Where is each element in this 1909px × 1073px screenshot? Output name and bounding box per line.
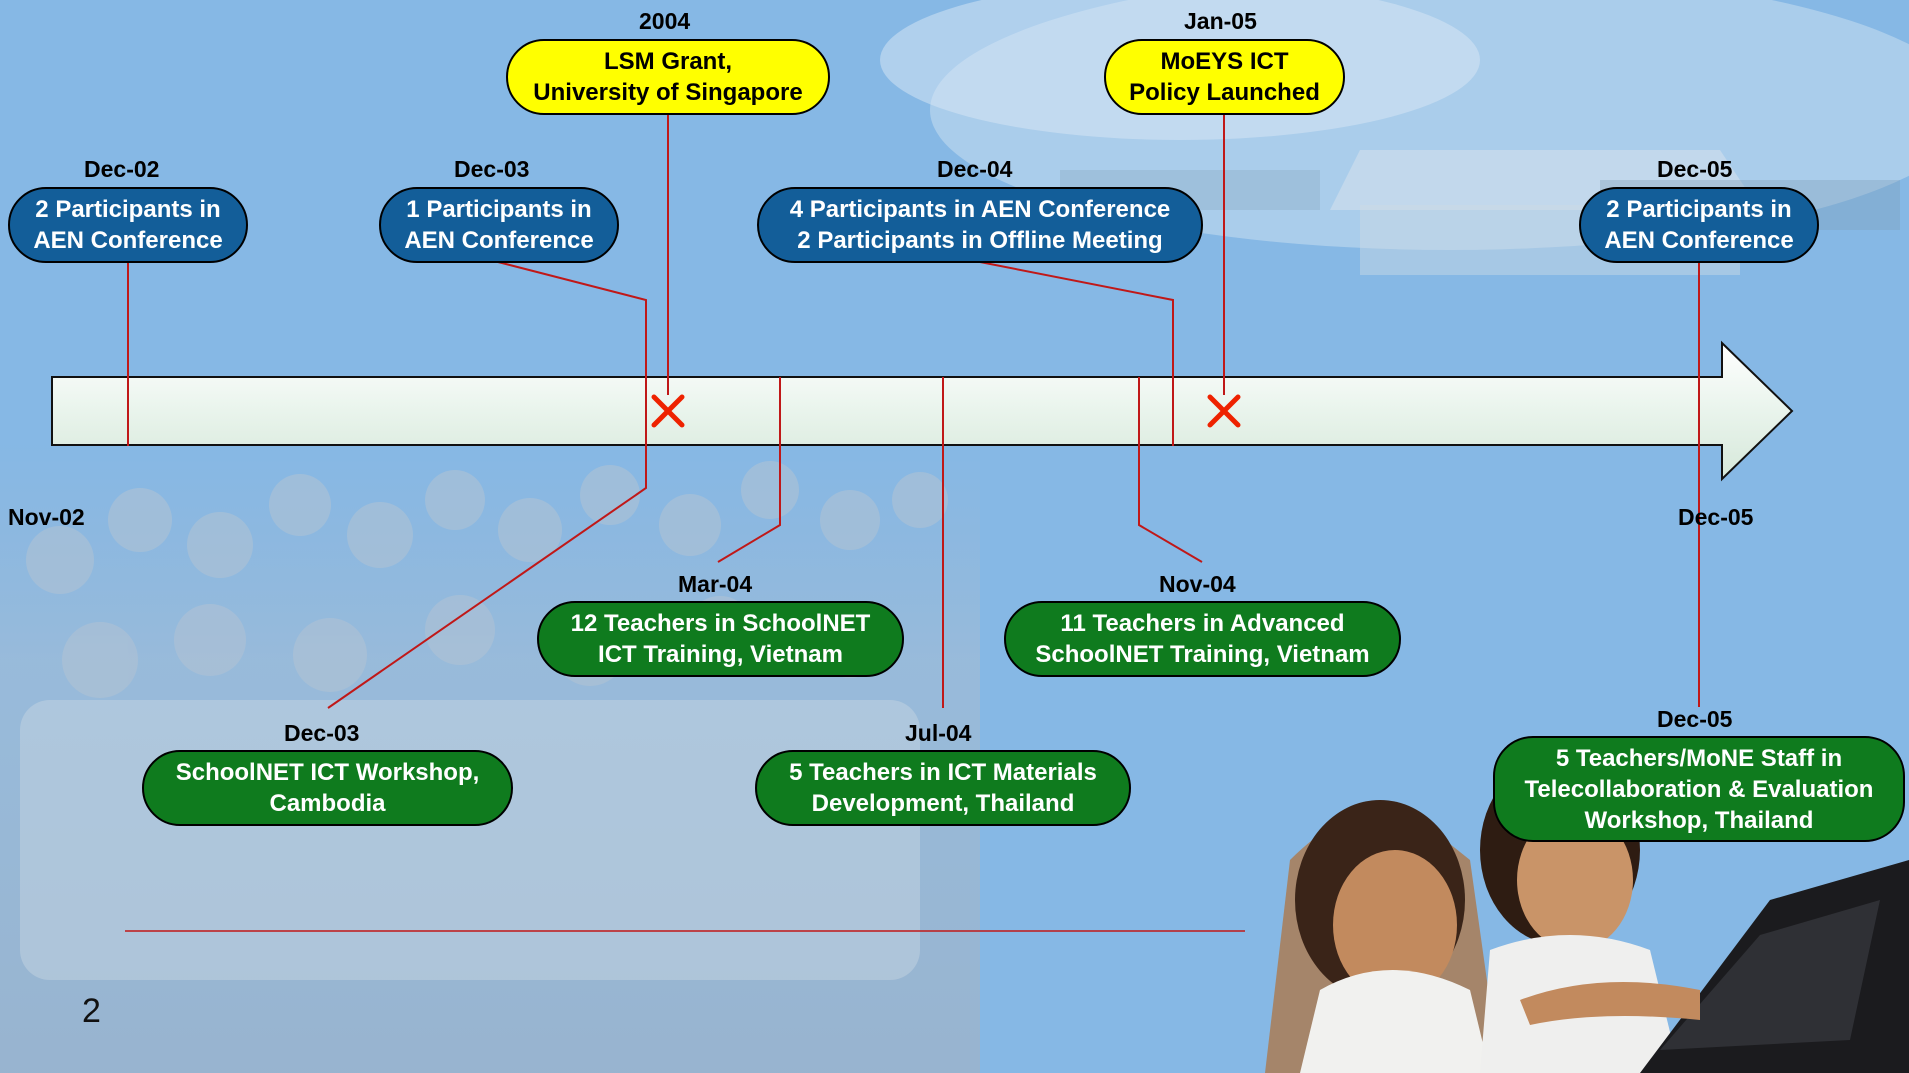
event-text-line: 5 Teachers/MoNE Staff in [1555, 744, 1843, 772]
event-date: Dec-03 [454, 156, 530, 182]
event-text-line: Cambodia [269, 790, 386, 817]
event-text-line: 11 Teachers in Advanced [1060, 610, 1345, 637]
event-box-jul-04: 5 Teachers in ICT Materials Development,… [755, 750, 1131, 826]
event-date: Dec-02 [84, 156, 160, 182]
event-box-dec-05: 2 Participants in AEN Conference [1579, 187, 1819, 263]
event-date: Dec-03 [284, 720, 360, 746]
event-date: Nov-04 [1159, 571, 1236, 597]
event-text-line: 2 Participants in [35, 196, 221, 223]
event-date: 2004 [639, 8, 691, 34]
event-box-dec-05-workshop: 5 Teachers/MoNE Staff in Telecollaborati… [1493, 736, 1905, 842]
milestone-marker-2004 [651, 394, 685, 428]
milestone-marker-jan-05 [1207, 394, 1241, 428]
axis-start-label: Nov-02 [8, 504, 85, 530]
event-date: Dec-04 [937, 156, 1013, 182]
event-text-line: AEN Conference [1604, 227, 1794, 254]
event-date: Dec-05 [1657, 706, 1733, 732]
event-text-line: AEN Conference [33, 227, 223, 254]
event-box-dec-03-workshop: SchoolNET ICT Workshop, Cambodia [142, 750, 513, 826]
axis-end-label: Dec-05 [1678, 504, 1754, 530]
event-box-dec-04: 4 Participants in AEN Conference 2 Parti… [757, 187, 1203, 263]
timeline-arrow [51, 340, 1794, 482]
event-box-dec-02: 2 Participants in AEN Conference [8, 187, 248, 263]
event-box-nov-04: 11 Teachers in Advanced SchoolNET Traini… [1004, 601, 1401, 677]
event-box-mar-04: 12 Teachers in SchoolNET ICT Training, V… [537, 601, 904, 677]
event-text-line: 12 Teachers in SchoolNET [570, 610, 871, 637]
event-text-line: University of Singapore [533, 79, 803, 106]
event-text-line: LSM Grant, [603, 48, 732, 75]
event-text-line: 1 Participants in [406, 196, 592, 223]
connector-lines [127, 114, 1700, 709]
event-date: Jan-05 [1184, 8, 1257, 34]
event-text-line: Workshop, Thailand [1584, 806, 1814, 834]
event-text-line: 2 Participants in [1606, 196, 1792, 223]
event-text-line: 4 Participants in AEN Conference [789, 196, 1171, 223]
event-text-line: ICT Training, Vietnam [598, 641, 843, 668]
event-text-line: 2 Participants in Offline Meeting [797, 227, 1163, 254]
event-box-2004: LSM Grant, University of Singapore [506, 39, 830, 115]
event-date: Mar-04 [678, 571, 753, 597]
children-photo [1265, 755, 1909, 1073]
event-text-line: AEN Conference [404, 227, 594, 254]
event-date: Jul-04 [905, 720, 972, 746]
event-text-line: Policy Launched [1129, 79, 1320, 106]
event-text-line: SchoolNET Training, Vietnam [1035, 641, 1370, 668]
event-box-jan-05: MoEYS ICT Policy Launched [1104, 39, 1345, 115]
event-text-line: 5 Teachers in ICT Materials [789, 759, 1097, 786]
event-text-line: MoEYS ICT [1160, 48, 1289, 75]
page-number: 2 [82, 992, 101, 1030]
event-box-dec-03: 1 Participants in AEN Conference [379, 187, 619, 263]
event-text-line: SchoolNET ICT Workshop, [175, 759, 480, 786]
event-text-line: Telecollaboration & Evaluation [1524, 775, 1874, 803]
event-text-line: Development, Thailand [811, 790, 1075, 817]
event-date: Dec-05 [1657, 156, 1733, 182]
